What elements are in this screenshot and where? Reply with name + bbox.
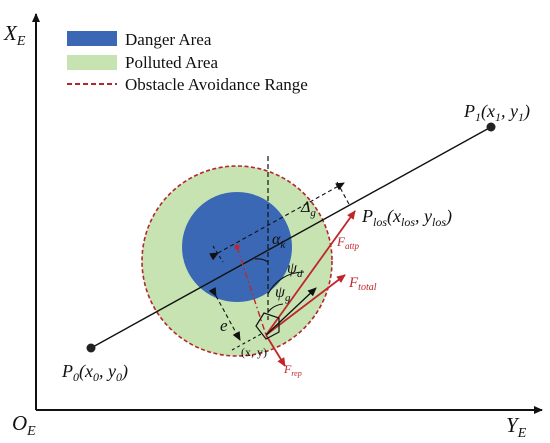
e-label: e — [220, 316, 228, 335]
obstacle-center-point — [234, 244, 240, 250]
legend-swatch-danger — [67, 31, 117, 46]
legend-swatch-polluted — [67, 55, 117, 70]
legend-label-polluted: Polluted Area — [125, 53, 218, 72]
vehicle-position-label: (x, y) — [241, 345, 267, 359]
alpha-arc — [254, 258, 269, 263]
psi-g-label: ψg — [275, 284, 291, 304]
delta-g-label: Δg — [300, 199, 316, 219]
center-to-vehicle-line — [236, 246, 267, 336]
f-attp-label: Fattp — [336, 234, 359, 251]
f-attp-arrow — [265, 210, 356, 336]
vehicle-shape — [255, 312, 280, 340]
e-dimension — [208, 287, 241, 341]
psi-d-arc — [267, 271, 305, 295]
psi-g-arc — [267, 303, 284, 313]
p1-point — [486, 122, 496, 132]
psi-d-label: ψd — [287, 260, 303, 280]
legend: Danger Area Polluted Area Obstacle Avoid… — [67, 30, 308, 94]
f-rep-arrow — [265, 334, 286, 367]
alpha-k-label: αk — [272, 231, 286, 251]
legend-label-range: Obstacle Avoidance Range — [125, 75, 308, 94]
legend-label-danger: Danger Area — [125, 30, 212, 49]
origin-label: OE — [12, 411, 36, 439]
p0-point — [86, 343, 96, 353]
x-axis-label: YE — [506, 413, 527, 441]
obstacle-avoidance-range — [141, 165, 333, 357]
f-rep-label: Frep — [283, 362, 302, 378]
p0-label: P0(x0, y0) — [61, 361, 128, 384]
plos-label: Plos(xlos, ylos) — [361, 206, 452, 229]
p1-label: P1(x1, y1) — [463, 101, 530, 124]
y-axis-label: XE — [3, 21, 26, 49]
heading-arrow — [265, 287, 317, 336]
f-total-label: Ftotal — [348, 275, 377, 293]
delta-g-extension — [336, 181, 351, 207]
delta-g-dimension — [209, 182, 345, 261]
